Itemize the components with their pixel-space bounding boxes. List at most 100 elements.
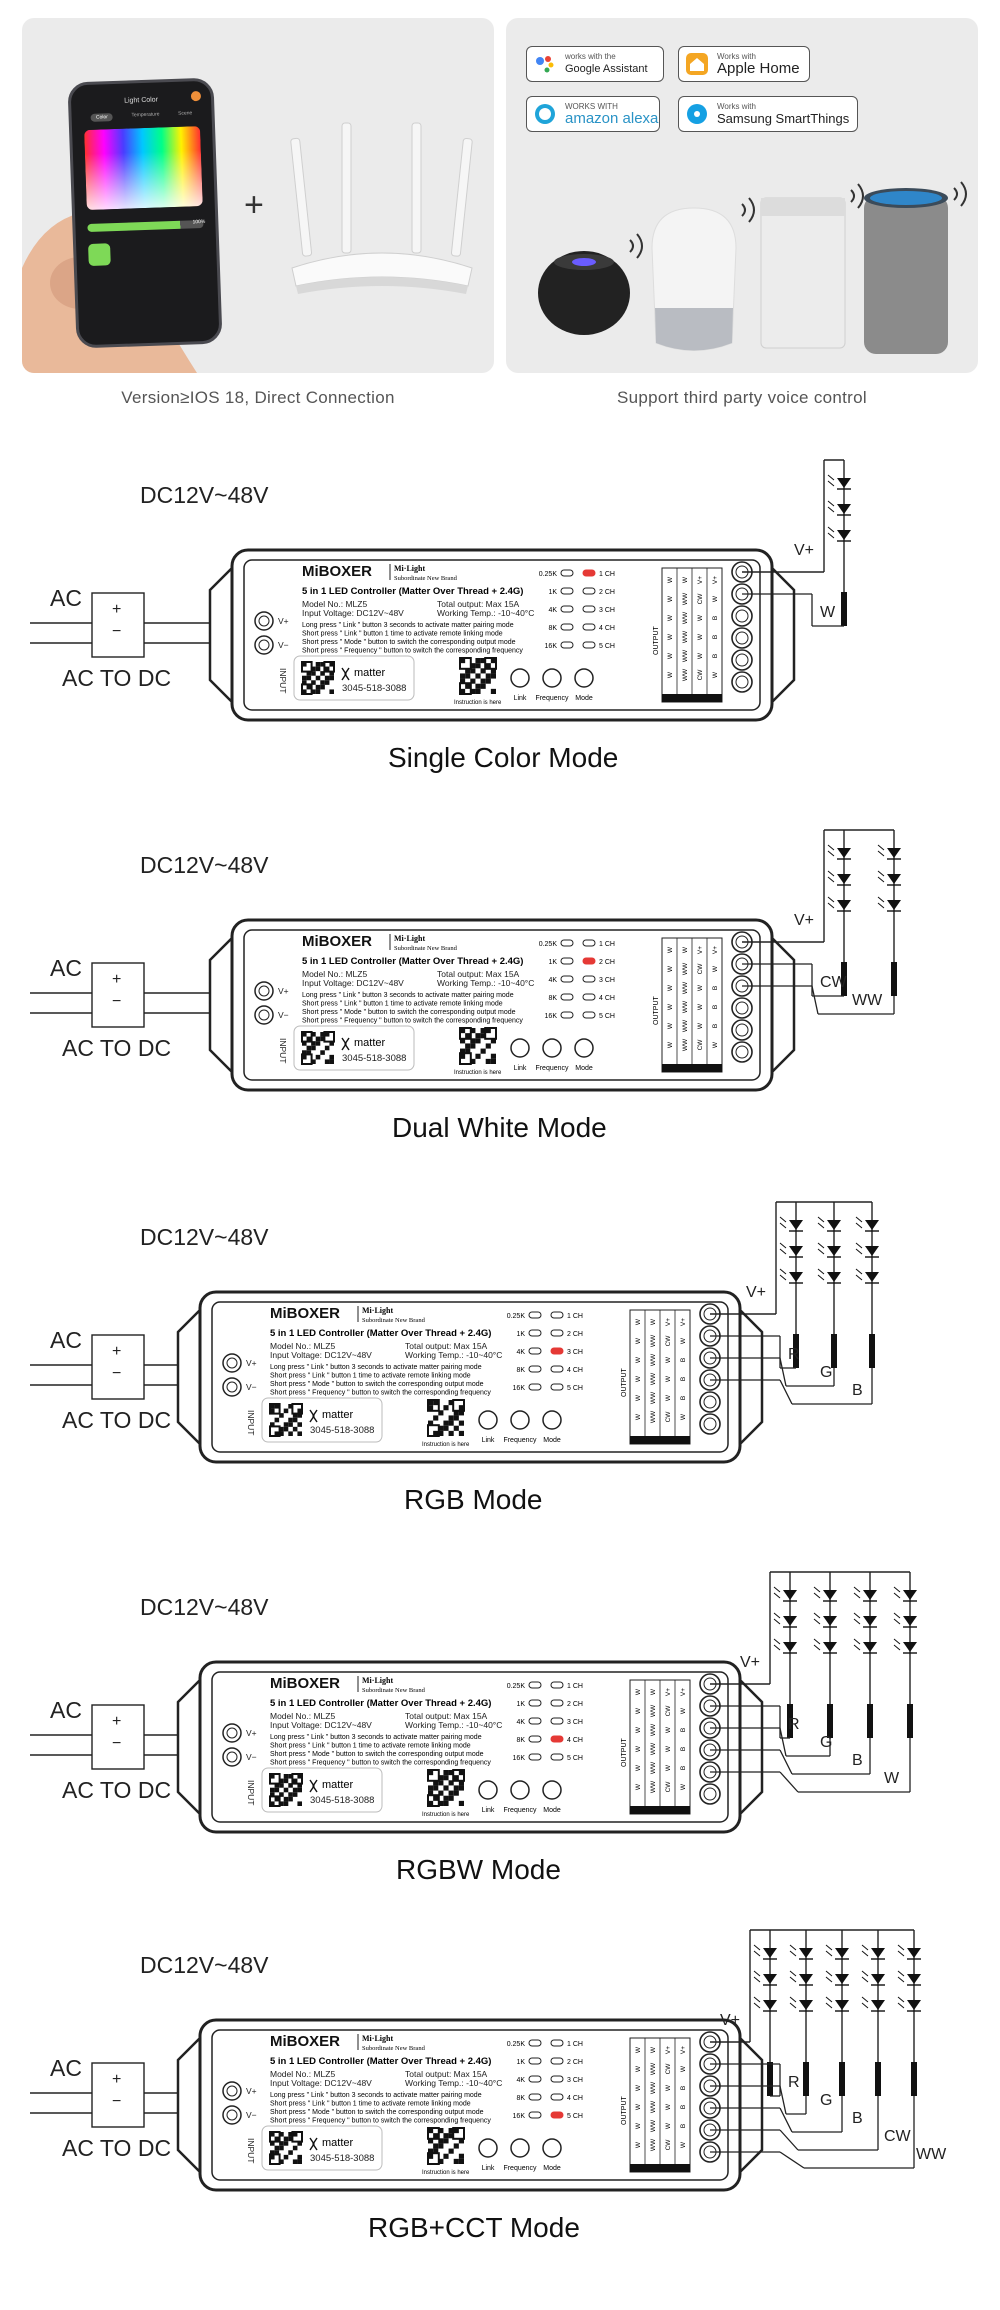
channel-label: 4 CH xyxy=(567,2095,583,2102)
input-terminal xyxy=(254,981,274,1001)
led-diode-icon xyxy=(863,1642,877,1652)
output-label: OUTPUT xyxy=(653,626,660,656)
terminal-col-label: W xyxy=(712,595,719,602)
frequency-led xyxy=(528,1365,542,1373)
color-wheel[interactable] xyxy=(84,126,203,211)
channel-led xyxy=(550,1383,564,1391)
terminal-col-label: W xyxy=(680,2065,687,2072)
controller-button[interactable] xyxy=(574,1038,594,1058)
controller-button[interactable] xyxy=(510,668,530,688)
output-terminal xyxy=(699,1783,721,1805)
button-label: Link xyxy=(514,695,527,702)
matter-label: matter xyxy=(322,2137,354,2149)
channel-label: 1 CH xyxy=(567,2041,583,2048)
button-label: Frequency xyxy=(535,695,569,702)
terminal-col-label: W xyxy=(635,2103,642,2110)
controller-button[interactable] xyxy=(542,668,562,688)
terminal-col-label: WW xyxy=(650,2138,657,2151)
total-output: Total output: Max 15A xyxy=(437,969,520,979)
terminal-col-label: W xyxy=(680,1783,687,1790)
google-badge-big: Google Assistant xyxy=(565,62,648,75)
output-terminal xyxy=(731,627,753,649)
led-diode-icon xyxy=(907,2000,921,2010)
controller-button[interactable] xyxy=(478,2138,498,2158)
adapter-minus: − xyxy=(112,993,122,1010)
channel-led xyxy=(550,2057,564,2065)
controller-button[interactable] xyxy=(510,1780,530,1800)
channel-label: 3 CH xyxy=(599,607,615,614)
working-temp: Working Temp.: -10~40°C xyxy=(405,1350,502,1360)
frequency-led xyxy=(560,957,574,965)
controller-button[interactable] xyxy=(478,1410,498,1430)
terminal-col-label: W xyxy=(665,2084,672,2091)
controller-button[interactable] xyxy=(510,1038,530,1058)
channel-led xyxy=(582,939,596,947)
matter-icon xyxy=(309,1409,318,1423)
terminal-col-label: W xyxy=(635,1394,642,1401)
brightness-slider[interactable]: 100% xyxy=(87,219,205,233)
frequency-label: 0.25K xyxy=(539,571,558,578)
phone-tab-temperature[interactable]: Temperature xyxy=(131,111,160,119)
led-diode-icon xyxy=(871,1974,885,1984)
controller-button[interactable] xyxy=(510,1410,530,1430)
wire-label: R xyxy=(788,1716,800,1733)
channel-label: 2 CH xyxy=(567,1701,583,1708)
phone-tab-scene[interactable]: Scene xyxy=(177,110,193,117)
frequency-led xyxy=(528,2093,542,2101)
apple-badge-small: Works with xyxy=(717,51,756,61)
terminal-col-label: V+ xyxy=(712,576,719,584)
terminal-col-label: W xyxy=(680,1413,687,1420)
button-label: Mode xyxy=(543,1437,561,1444)
instruction-line: Short press " Frequency " button to swit… xyxy=(302,648,523,655)
wire-label: G xyxy=(820,2092,833,2109)
output-label: OUTPUT xyxy=(621,1368,628,1398)
frequency-led xyxy=(560,569,574,577)
frequency-led xyxy=(528,2057,542,2065)
terminal-col-label: W xyxy=(680,2141,687,2148)
terminal-col-label: WW xyxy=(650,1761,657,1774)
wire-label: CW xyxy=(820,974,847,991)
phone-tab-color[interactable]: Color xyxy=(90,113,114,122)
input-label: INPUT xyxy=(278,1038,288,1064)
v-plus-label: V+ xyxy=(246,2086,257,2096)
controller-button[interactable] xyxy=(542,1038,562,1058)
channel-label: 2 CH xyxy=(567,1331,583,1338)
terminal-col-label: W xyxy=(635,1688,642,1695)
controller-button[interactable] xyxy=(510,2138,530,2158)
color-swatch[interactable] xyxy=(88,243,111,266)
terminal-col-label: W xyxy=(667,984,674,991)
led-diode-icon xyxy=(827,1272,841,1282)
led-diode-icon xyxy=(837,504,851,514)
terminal-col-label: WW xyxy=(682,1038,689,1051)
terminal-col-label: W xyxy=(667,576,674,583)
led-diode-icon xyxy=(907,1974,921,1984)
controller-button[interactable] xyxy=(542,1780,562,1800)
controller-button[interactable] xyxy=(574,668,594,688)
model-number: Model No.: MLZ5 xyxy=(270,1711,335,1721)
input-terminal xyxy=(254,611,274,631)
wire-label: G xyxy=(820,1734,833,1751)
terminal-col-label: V+ xyxy=(665,1688,672,1696)
v-minus-label: V− xyxy=(278,640,289,650)
controller-button[interactable] xyxy=(542,2138,562,2158)
controller-button[interactable] xyxy=(478,1780,498,1800)
led-diode-icon xyxy=(763,2000,777,2010)
channel-led xyxy=(550,1365,564,1373)
google-assistant-icon xyxy=(536,56,554,73)
terminal-col-label: W xyxy=(635,1745,642,1752)
wire-label: W xyxy=(884,1770,900,1787)
terminal-col-label: W xyxy=(697,1022,704,1029)
mode-title: RGB+CCT Mode xyxy=(368,2212,580,2243)
v-plus-label: V+ xyxy=(246,1358,257,1368)
controller-button[interactable] xyxy=(542,1410,562,1430)
terminal-col-label: W xyxy=(635,1726,642,1733)
adapter-minus: − xyxy=(112,623,122,640)
voltage-label: DC12V~48V xyxy=(140,1224,269,1250)
terminal-col-label: B xyxy=(712,616,719,620)
led-diode-icon xyxy=(887,900,901,910)
frequency-led xyxy=(528,1753,542,1761)
channel-label: 3 CH xyxy=(567,1719,583,1726)
